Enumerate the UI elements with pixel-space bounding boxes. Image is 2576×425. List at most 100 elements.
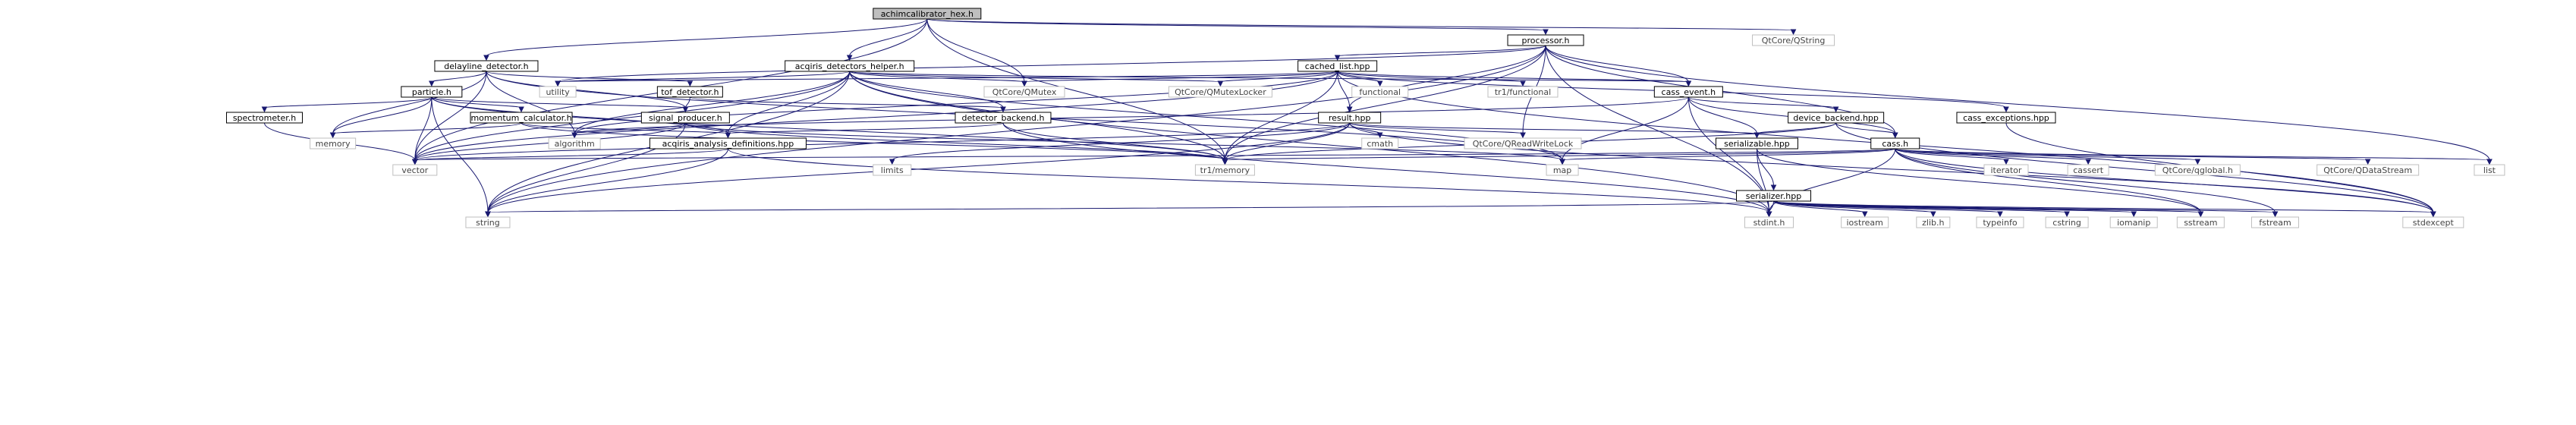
node-box [785,60,915,72]
node-qrwlock: QtCore/QReadWriteLock [1464,137,1582,150]
edge-cachedlist-to-utility [555,71,1338,87]
edge-cassh-to-qglobal [1895,148,2201,165]
node-tofdet[interactable]: tof_detector.h [656,86,723,98]
node-label: stdint.h [1754,218,1785,228]
edge-serializer-to-iostream [1773,200,1868,218]
node-box [470,112,573,124]
node-label: serializer.hpp [1746,191,1801,201]
node-particle[interactable]: particle.h [401,86,463,98]
node-box [1464,137,1582,150]
edge-delayline-to-memory [329,71,487,139]
node-box [539,86,577,98]
node-box [1752,34,1835,46]
node-label: processor.h [1522,36,1570,46]
node-box [2250,216,2299,228]
node-label: iterator [1990,165,2021,175]
edge-serializer-to-stdexcept [1773,200,2436,218]
node-box [1870,137,1920,150]
node-acqdefs[interactable]: acqiris_analysis_definitions.hpp [649,137,807,150]
node-label: string [476,218,500,228]
node-box [1194,164,1255,176]
node-iomanip: iomanip [2109,216,2158,228]
node-iostream: iostream [1841,216,1889,228]
node-box [873,8,982,20]
node-box [1168,86,1272,98]
node-cassh[interactable]: cass.h [1870,137,1920,150]
node-qmutex: QtCore/QMutex [983,86,1065,98]
edge-particle-to-signalprod [431,96,689,113]
node-label: functional [1359,87,1401,97]
node-cassevent[interactable]: cass_event.h [1653,86,1723,98]
node-spectrometer[interactable]: spectrometer.h [226,112,304,124]
node-acqhelper[interactable]: acqiris_detectors_helper.h [785,60,915,72]
node-serializer[interactable]: serializer.hpp [1736,190,1812,202]
node-detbackend[interactable]: detector_backend.h [955,112,1052,124]
node-box [401,86,463,98]
node-box [2402,216,2464,228]
edge-cassevent-to-devbackend [1687,96,1839,113]
node-label: QtCore/QDataStream [2323,165,2412,175]
node-label: memory [316,139,351,149]
node-functional: functional [1351,86,1409,98]
edge-achim-to-processor [926,18,1549,36]
node-delayline[interactable]: delayline_detector.h [434,60,539,72]
edge-devbackend-to-serializable [1754,122,1837,139]
node-label: signal_producer.h [649,113,722,123]
node-box [1744,216,1794,228]
node-box [2474,164,2505,176]
node-momentum[interactable]: momentum_calculator.h [470,112,573,124]
edge-cachedlist-to-cassevent [1337,71,1692,87]
node-label: result.hpp [1329,113,1371,123]
node-box [2317,164,2420,176]
node-label: tof_detector.h [661,87,719,97]
node-box [1297,60,1378,72]
node-label: QtCore/QMutexLocker [1175,87,1266,97]
node-box [2109,216,2158,228]
node-cassert: cassert [2067,164,2109,176]
node-serializable[interactable]: serializable.hpp [1715,137,1798,150]
node-signalprod[interactable]: signal_producer.h [640,112,730,124]
edge-detbackend-to-acqdefs [725,122,1004,139]
node-label: delayline_detector.h [444,61,528,71]
node-label: cass.h [1882,139,1908,149]
node-label: QtCore/QReadWriteLock [1473,139,1574,149]
edge-cassh-to-tr1memory [1222,148,1896,165]
node-achim[interactable]: achimcalibrator_hex.h [873,8,982,20]
node-box [1715,137,1798,150]
edge-serializer-to-stdint [1766,200,1774,218]
edge-serializer-to-zlib [1773,200,1936,218]
node-box [1956,112,2056,124]
node-utility: utility [539,86,577,98]
node-box [1916,216,1951,228]
node-label: sstream [2184,218,2217,228]
node-label: QtCore/qglobal.h [2162,165,2233,175]
node-box [1361,137,1399,150]
edge-cassh-to-cassert [1895,148,2091,165]
node-tr1functional: tr1/functional [1487,86,1558,98]
node-cassexc[interactable]: cass_exceptions.hpp [1956,112,2056,124]
edge-achim-to-delayline [483,18,928,61]
node-result[interactable]: result.hpp [1318,112,1382,124]
node-box [392,164,438,176]
node-devbackend[interactable]: device_backend.hpp [1788,112,1885,124]
node-label: cassert [2073,165,2104,175]
node-label: iostream [1847,218,1883,228]
node-processor[interactable]: processor.h [1507,34,1584,46]
node-label: QtCore/QString [1762,36,1826,46]
edge-devbackend-to-cassh [1835,122,1898,139]
edge-serializer-to-fstream [1773,200,2279,218]
node-box [1546,164,1579,176]
node-qglobal: QtCore/qglobal.h [2154,164,2241,176]
node-box [2154,164,2241,176]
node-box [955,112,1052,124]
node-box [1976,216,2024,228]
node-cmath: cmath [1361,137,1399,150]
node-label: tr1/memory [1200,165,1250,175]
edge-cassh-to-map [1559,148,1896,165]
node-cachedlist[interactable]: cached_list.hpp [1297,60,1378,72]
edge-delayline-to-particle [429,71,487,87]
node-label: achimcalibrator_hex.h [881,9,973,19]
node-box [1507,34,1584,46]
node-box [434,60,539,72]
node-memory: memory [310,137,357,150]
